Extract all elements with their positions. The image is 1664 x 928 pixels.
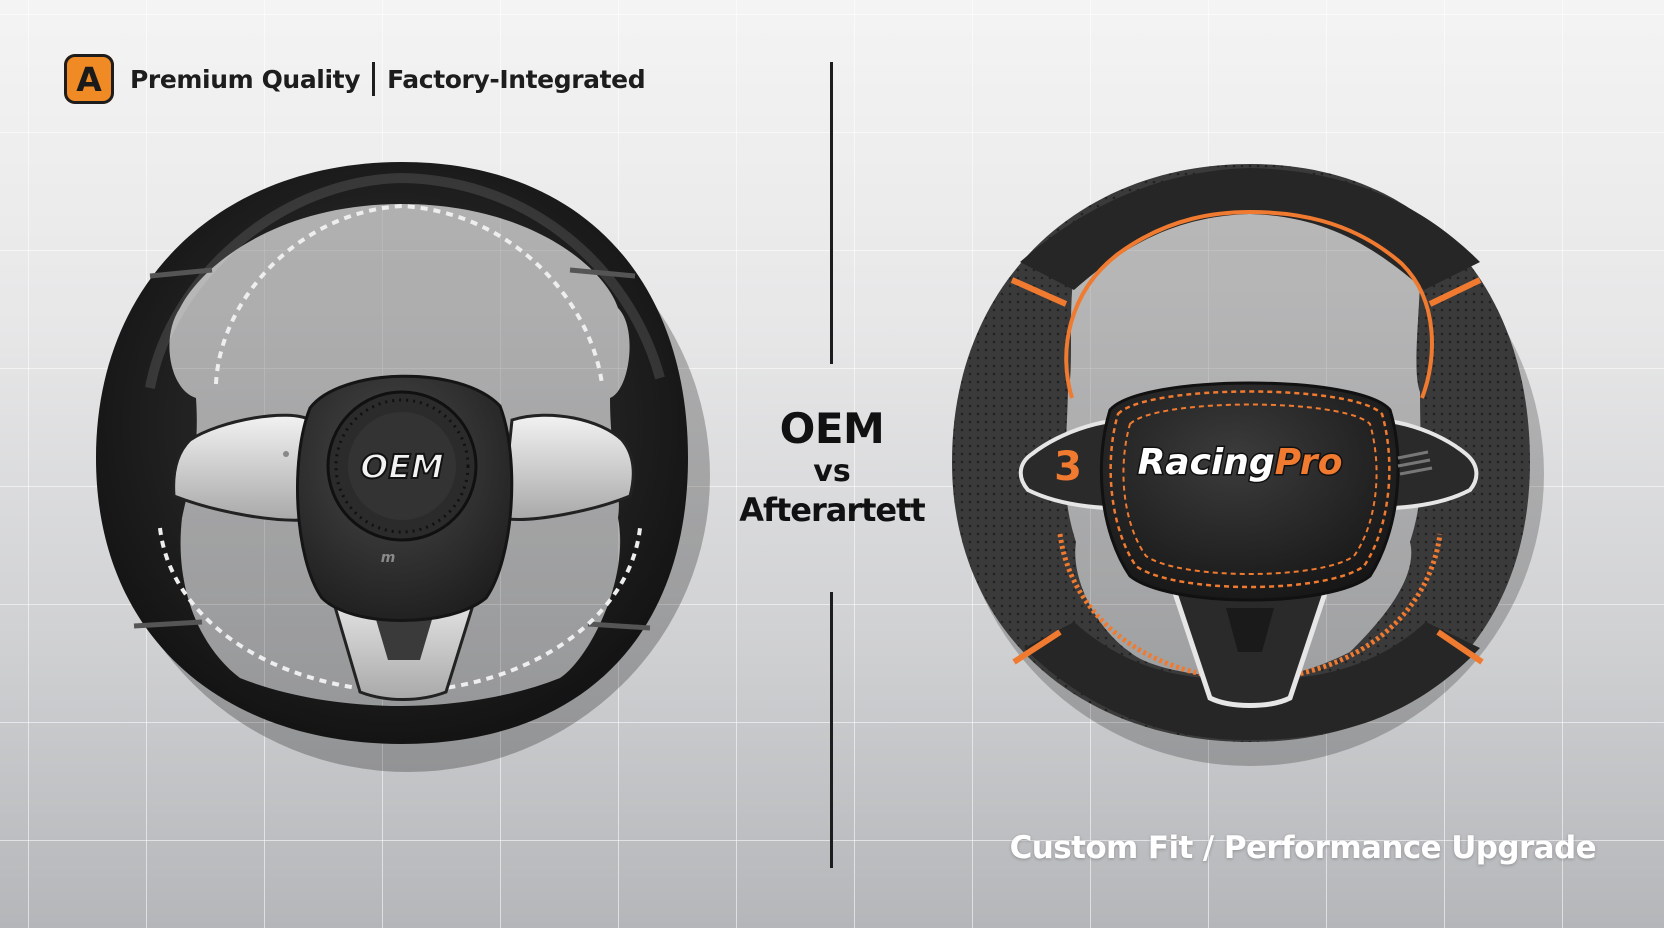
oem-hub-mark: m — [381, 550, 396, 566]
racing-number-badge: 3 — [1054, 444, 1082, 490]
oem-spoke-left — [172, 413, 322, 522]
brand-badge-icon: A — [64, 54, 114, 104]
racing-hub-stitch-outer — [1109, 390, 1391, 589]
oem-logo-text: OEM — [360, 447, 444, 486]
racing-stitching-bottom — [1057, 533, 1443, 683]
racing-marker-lower-left — [1012, 629, 1062, 665]
oem-hub-button — [283, 451, 289, 457]
oem-rim-seam — [569, 267, 636, 279]
header-caption: Premium Quality Factory-Integrated — [130, 60, 646, 98]
comparison-oem: OEM — [779, 404, 885, 453]
oem-horn-pad-dots — [334, 398, 470, 534]
racing-hub — [1099, 381, 1400, 602]
header-separator — [372, 62, 376, 96]
oem-rim-seam — [587, 621, 651, 631]
header-left-label: Premium Quality — [130, 64, 361, 94]
oem-logo-disc — [348, 412, 456, 520]
racing-marker-upper-left — [1010, 277, 1068, 307]
comparison-title: OEM vs Afterartett — [700, 404, 964, 530]
racing-marker-upper-right — [1428, 277, 1482, 307]
oem-rim-highlight — [145, 172, 665, 389]
divider-bottom — [830, 592, 833, 868]
badge-letter: A — [76, 59, 102, 99]
oem-stitching-top — [214, 203, 604, 385]
oem-rim-seam — [149, 267, 213, 279]
oem-rim-seam — [133, 619, 203, 629]
racing-spoke-bottom-inset — [1226, 608, 1274, 652]
comparison-aftermarket: Afterartett — [739, 491, 925, 529]
divider-top — [830, 62, 833, 364]
racing-steering-wheel: RacingPro 3 — [952, 164, 1544, 766]
racing-marker-lower-right — [1436, 629, 1484, 665]
racing-brand-logo: RacingPro — [1138, 442, 1343, 483]
comparison-vs: vs — [813, 454, 851, 489]
racing-hub-stitch-inner — [1122, 403, 1378, 575]
racing-control-lines-icon — [1397, 450, 1433, 476]
racing-rim-top-leather — [1020, 168, 1480, 290]
header-right-label: Factory-Integrated — [387, 64, 646, 94]
footer-tagline: Custom Fit / Performance Upgrade — [1009, 830, 1597, 866]
oem-steering-wheel: OEM m — [96, 162, 710, 772]
oem-spoke-right — [500, 413, 635, 521]
racing-stitching-top — [1064, 209, 1434, 399]
